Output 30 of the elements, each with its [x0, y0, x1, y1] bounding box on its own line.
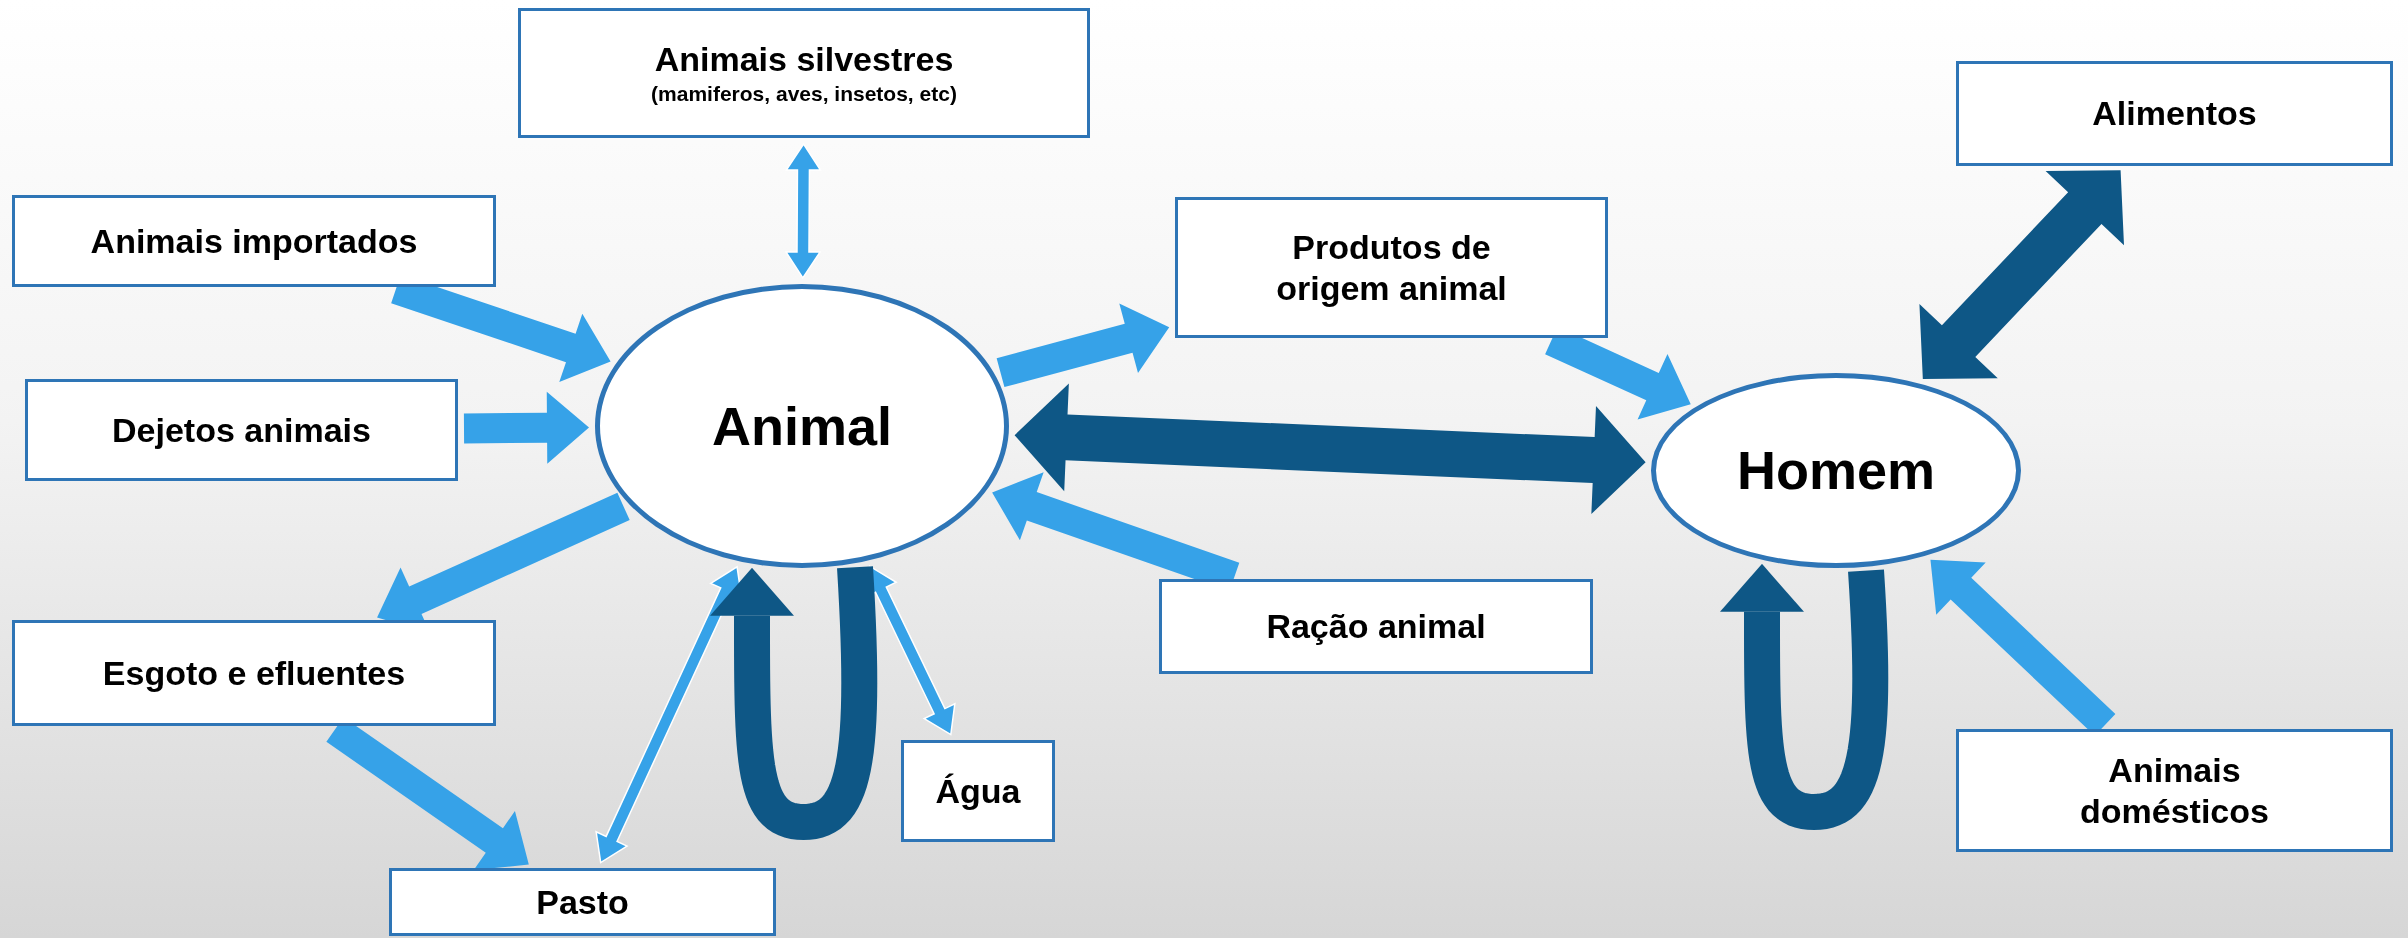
process-box	[1159, 579, 1593, 674]
block-arrow	[1014, 383, 1646, 514]
node-label: Ração animal	[1266, 606, 1486, 647]
node-label: Animal	[711, 394, 892, 458]
block-arrow	[1919, 170, 2124, 379]
node-label: Pasto	[536, 881, 629, 923]
node-label: Animais domésticos	[2079, 749, 2270, 832]
node-label: Alimentos	[2092, 93, 2257, 134]
node-label: Animais importados	[90, 220, 418, 262]
process-box	[1175, 197, 1608, 338]
block-arrow	[463, 391, 589, 464]
loop-arrow	[710, 566, 878, 840]
node-label: Animais silvestres	[654, 38, 954, 80]
process-box	[1956, 61, 2393, 166]
process-box	[901, 740, 1055, 842]
node-label: Água	[935, 770, 1021, 812]
node-label: Homem	[1736, 439, 1935, 503]
process-box	[389, 868, 776, 936]
double-arrow	[595, 565, 743, 864]
node-label: Dejetos animais	[112, 409, 371, 451]
node-label: Esgoto e efluentes	[102, 652, 406, 694]
process-box	[25, 379, 458, 481]
process-box	[12, 620, 496, 726]
process-box	[1956, 729, 2393, 852]
process-box	[12, 195, 496, 287]
process-box	[518, 8, 1090, 138]
node-sublabel: (mamiferos, aves, insetos, etc)	[651, 80, 957, 107]
double-arrow	[784, 142, 822, 280]
block-arrow	[996, 303, 1170, 388]
node-label: Produtos de origem animal	[1275, 226, 1508, 309]
